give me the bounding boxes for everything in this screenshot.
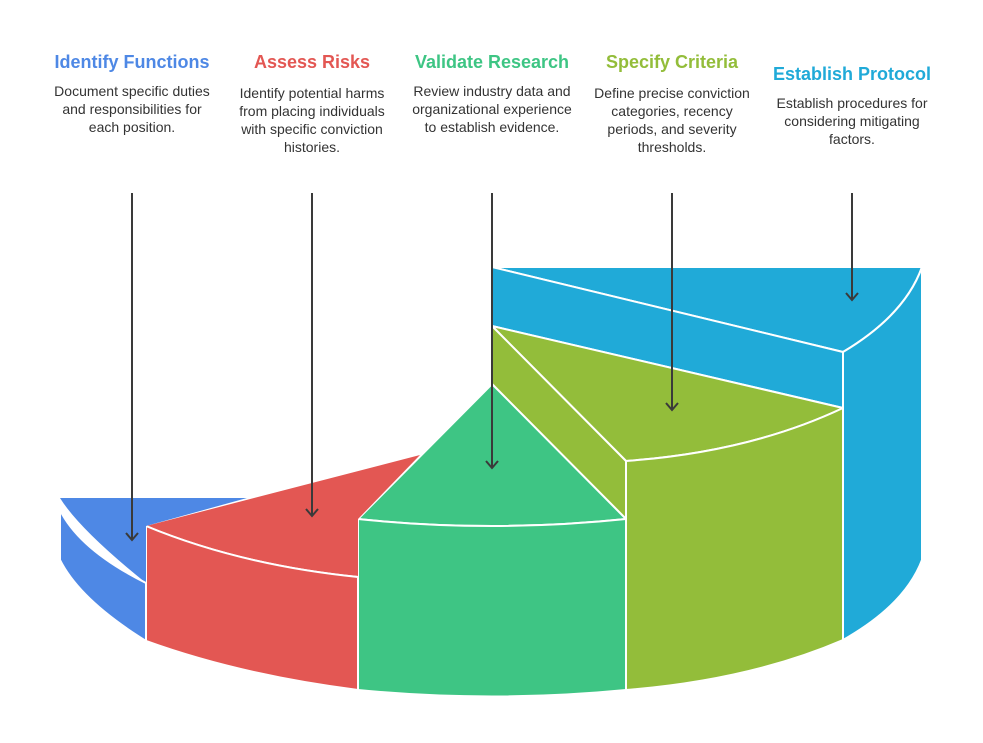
arrow-criteria <box>665 193 679 412</box>
step-description: Review industry data and organizational … <box>412 83 572 135</box>
step-assess-risks: Assess Risks Identify potential harms fr… <box>227 50 397 156</box>
step-description: Define precise conviction categories, re… <box>594 85 750 155</box>
step-title: Establish Protocol <box>772 64 932 84</box>
segment-criteria-side <box>625 407 844 691</box>
segment-functions-side <box>59 509 147 642</box>
step-title: Assess Risks <box>253 52 371 72</box>
arrow-research <box>485 193 499 470</box>
step-validate-research: Validate Research Review industry data a… <box>407 50 577 136</box>
arrow-risks <box>305 193 319 518</box>
segment-protocol-side <box>842 266 923 641</box>
segment-risks-side <box>145 525 359 691</box>
arrow-functions <box>125 193 139 542</box>
step-description: Identify potential harms from placing in… <box>239 85 385 155</box>
step-description: Establish procedures for considering mit… <box>776 95 928 147</box>
step-title: Specify Criteria <box>605 52 739 72</box>
segment-functions-top <box>60 498 247 583</box>
step-establish-protocol: Establish Protocol Establish procedures … <box>767 62 937 148</box>
segment-research-side <box>357 518 627 698</box>
step-title: Validate Research <box>414 52 570 72</box>
step-specify-criteria: Specify Criteria Define precise convicti… <box>587 50 757 156</box>
step-description: Document specific duties and responsibil… <box>54 83 210 135</box>
step-title: Identify Functions <box>54 52 210 72</box>
segment-risks-top <box>146 455 420 577</box>
arrow-protocol <box>845 193 859 302</box>
step-identify-functions: Identify Functions Document specific dut… <box>47 50 217 136</box>
